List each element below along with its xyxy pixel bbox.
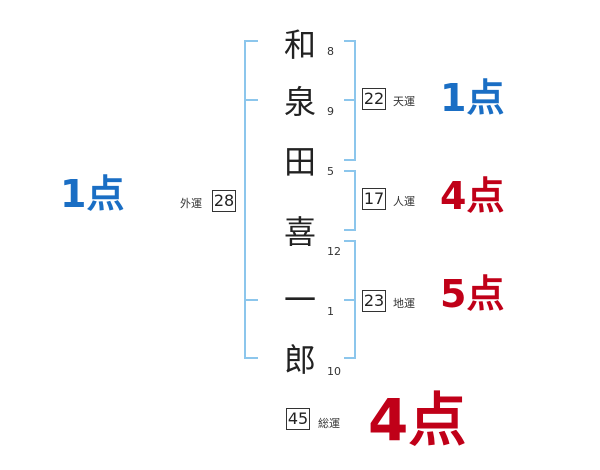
bracket-tick — [244, 40, 258, 42]
stroke-count: 12 — [327, 245, 341, 258]
soukaku-result: 4点 — [368, 386, 467, 454]
chikaku-label: 地運 — [393, 297, 415, 310]
bracket-tick — [344, 240, 356, 242]
gaikaku-result: 1点 — [60, 172, 125, 216]
chikaku-value: 23 — [362, 290, 386, 312]
stroke-count: 9 — [327, 105, 334, 118]
bracket-tick — [344, 299, 356, 301]
soukaku-label: 総運 — [318, 417, 340, 430]
soukaku-value: 45 — [286, 408, 310, 430]
name-character: 和 — [283, 26, 316, 64]
bracket-tick — [244, 357, 258, 359]
outer-bracket — [244, 40, 246, 359]
name-character: 泉 — [283, 83, 316, 121]
jinkaku-label: 人運 — [393, 195, 415, 208]
jinkaku-bracket — [354, 170, 356, 231]
name-character: 喜 — [283, 213, 316, 251]
bracket-tick — [244, 99, 258, 101]
name-character: 田 — [283, 143, 316, 181]
stroke-count: 5 — [327, 165, 334, 178]
jinkaku-result: 4点 — [440, 174, 505, 218]
stroke-count: 8 — [327, 45, 334, 58]
chikaku-result: 5点 — [440, 272, 505, 316]
bracket-tick — [344, 170, 356, 172]
tenkaku-result: 1点 — [440, 76, 505, 120]
name-character: 一 — [283, 281, 316, 319]
bracket-tick — [344, 99, 356, 101]
gaikaku-label: 外運 — [180, 197, 202, 210]
bracket-tick — [344, 40, 356, 42]
stroke-count: 10 — [327, 365, 341, 378]
name-character: 郎 — [283, 341, 316, 379]
bracket-tick — [344, 229, 356, 231]
jinkaku-value: 17 — [362, 188, 386, 210]
tenkaku-label: 天運 — [393, 95, 415, 108]
bracket-tick — [344, 357, 356, 359]
tenkaku-value: 22 — [362, 88, 386, 110]
stroke-count: 1 — [327, 305, 334, 318]
bracket-tick — [344, 159, 356, 161]
gaikaku-value: 28 — [212, 190, 236, 212]
bracket-tick — [244, 299, 258, 301]
